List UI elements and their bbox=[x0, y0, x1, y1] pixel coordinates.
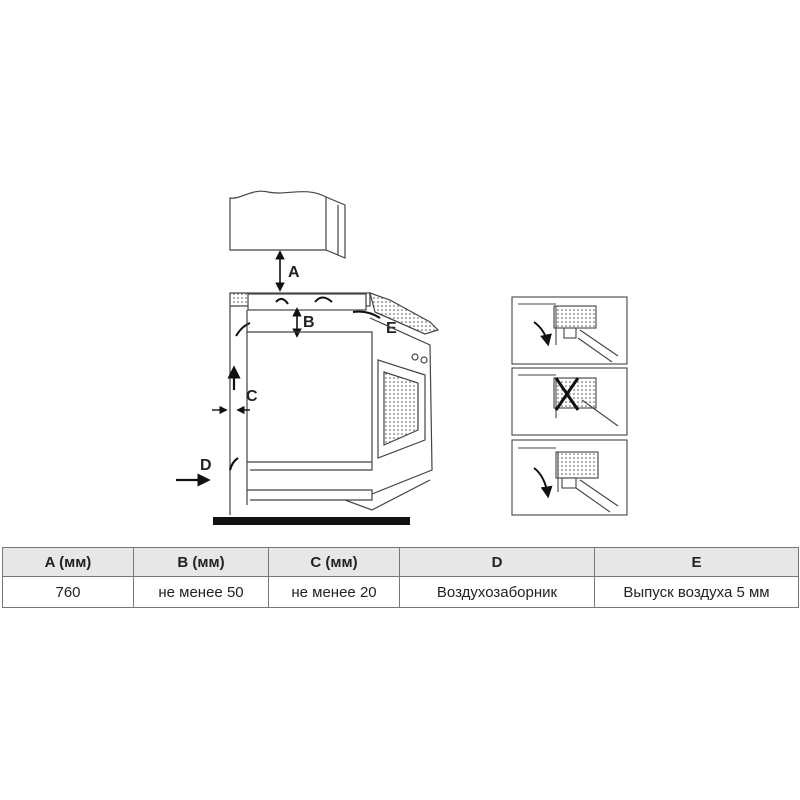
oven-door bbox=[377, 353, 428, 459]
dimensions-table: A (мм) B (мм) C (мм) D E 760 не менее 50… bbox=[2, 547, 799, 608]
worktop bbox=[229, 292, 440, 335]
wall-cabinet bbox=[229, 190, 346, 259]
table-header-cell: A (мм) bbox=[2, 547, 134, 577]
table-row: 760 не менее 50 не менее 20 Воздухозабор… bbox=[2, 576, 799, 608]
label-c: C bbox=[246, 388, 258, 405]
table-cell: Воздухозаборник bbox=[399, 576, 595, 608]
label-b: B bbox=[303, 314, 315, 331]
detail-panel-incorrect bbox=[511, 367, 628, 436]
floor-line bbox=[213, 517, 410, 525]
table-header-cell: D bbox=[399, 547, 595, 577]
air-intake-arrow bbox=[176, 457, 239, 487]
cabinet-body bbox=[229, 306, 433, 515]
label-a: A bbox=[288, 264, 300, 281]
label-d: D bbox=[200, 457, 212, 474]
installation-diagram: A B E C bbox=[176, 190, 628, 525]
table-cell: не менее 20 bbox=[268, 576, 400, 608]
table-header-cell: E bbox=[594, 547, 799, 577]
detail-panel-correct-2 bbox=[511, 439, 628, 516]
table-header-cell: B (мм) bbox=[133, 547, 269, 577]
table-header-cell: C (мм) bbox=[268, 547, 400, 577]
table-cell: Выпуск воздуха 5 мм bbox=[594, 576, 799, 608]
table-header-row: A (мм) B (мм) C (мм) D E bbox=[2, 547, 799, 577]
table-cell: не менее 50 bbox=[133, 576, 269, 608]
label-e: E bbox=[386, 320, 397, 337]
table-cell: 760 bbox=[2, 576, 134, 608]
dimension-c-arrow bbox=[212, 365, 250, 415]
hob-airflow bbox=[235, 296, 381, 337]
detail-panel-correct-1 bbox=[511, 296, 628, 365]
